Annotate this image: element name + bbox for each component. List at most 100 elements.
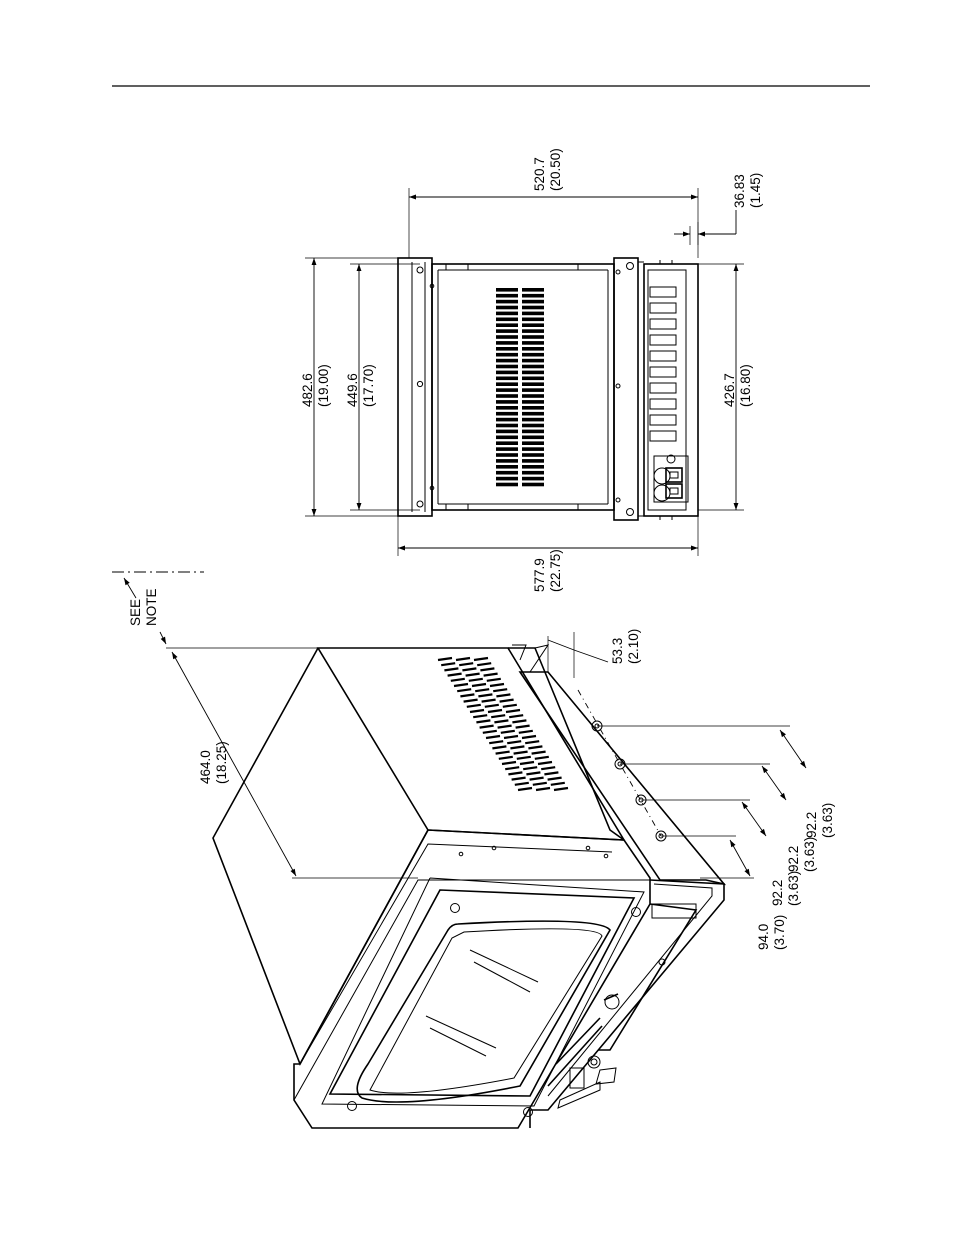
vent-slot: [496, 329, 518, 333]
rear-flange: [613, 257, 639, 521]
vent-slot: [463, 698, 478, 703]
vent-slot: [441, 662, 456, 667]
vent-slot: [522, 311, 544, 316]
vent-slot: [522, 382, 544, 386]
vent-slot: [496, 406, 518, 410]
vent-slot: [509, 714, 524, 719]
vent-slot: [532, 781, 547, 786]
vent-slot: [496, 347, 518, 351]
slot-cover: [649, 382, 677, 394]
vent-slot: [496, 364, 518, 369]
dim-53-in: (2.10): [626, 629, 641, 664]
rear-panel: [643, 263, 699, 517]
vent-slot: [523, 766, 538, 771]
vent-slot: [522, 435, 544, 440]
vent-slot: [522, 447, 544, 451]
slot-cover: [649, 334, 677, 346]
vent-slot: [525, 740, 540, 745]
vent-slot: [522, 411, 544, 416]
vent-slot: [522, 323, 544, 327]
vent-slot: [513, 750, 528, 755]
vent-slot: [437, 656, 453, 662]
slot-cover: [649, 398, 677, 410]
vent-slot: [483, 672, 498, 677]
dim-94-in: (3.70): [772, 915, 787, 950]
vent-slot: [494, 719, 509, 724]
vent-slot: [522, 441, 544, 445]
expansion-slots: [649, 286, 677, 442]
vent-slot: [481, 698, 496, 703]
chassis-top-face: [316, 647, 626, 841]
vent-slot: [496, 441, 518, 445]
vent-slot: [447, 672, 462, 677]
vent-slot: [522, 364, 544, 369]
vent-slot: [510, 745, 525, 750]
vent-slot: [522, 352, 544, 357]
vent-slot: [512, 719, 527, 724]
dim-92-1-mm: 92.2: [770, 880, 785, 906]
vent-slot: [550, 781, 565, 786]
vent-slot: [496, 400, 518, 404]
vent-slot: [496, 388, 518, 392]
vent-slot: [522, 293, 544, 298]
vent-slot: [544, 771, 559, 776]
dim-92-2-mm: 92.2: [786, 846, 801, 872]
vent-slot: [496, 693, 511, 698]
vent-slot: [522, 406, 544, 410]
vent-slot: [477, 662, 492, 667]
vent-slot: [541, 766, 556, 771]
vent-slot: [484, 703, 499, 708]
vent-slot: [522, 335, 544, 339]
vent-slot: [462, 667, 477, 672]
vent-slot: [457, 688, 472, 693]
front-bezel: [293, 829, 651, 1129]
vent-slot: [521, 734, 537, 740]
dim-449-mm: 449.6: [345, 373, 360, 407]
vent-slot: [496, 435, 518, 440]
vent-slot: [496, 305, 518, 310]
vent-slot: [553, 786, 569, 792]
vent-slot: [522, 305, 544, 310]
chassis-left-face: [212, 647, 429, 1066]
vent-slot: [522, 465, 544, 469]
note-line1: SEE: [128, 599, 143, 626]
vent-slot: [466, 703, 481, 708]
vent-slot: [496, 453, 518, 457]
dim-94-mm: 94.0: [756, 924, 771, 950]
vent-slot: [522, 358, 544, 363]
side-mount-holes: [577, 689, 667, 842]
vent-slot: [496, 288, 518, 292]
vent-slot: [473, 714, 488, 719]
vent-slot: [460, 693, 475, 698]
slot-cover: [649, 366, 677, 378]
vent-slot: [522, 347, 544, 351]
vent-slot: [519, 760, 535, 766]
vent-slot: [505, 766, 520, 771]
vent-slot: [444, 667, 459, 672]
vent-slot: [496, 317, 518, 322]
dim-464-mm: 464.0: [198, 750, 213, 784]
dim-92-3-mm: 92.2: [804, 812, 819, 838]
vent-slot: [505, 708, 521, 714]
vent-slot: [473, 656, 489, 662]
vent-slot: [502, 703, 517, 708]
vent-slot: [493, 688, 508, 693]
dim-92-1-in: (3.63): [786, 871, 801, 906]
slot-cover: [649, 318, 677, 330]
vent-slot: [492, 745, 507, 750]
vent-slot: [522, 400, 544, 404]
vent-slot: [455, 656, 471, 662]
dim-482-mm: 482.6: [300, 373, 315, 407]
vent-slot: [522, 394, 544, 398]
dim-36-in: (1.45): [748, 173, 763, 208]
note-line2: NOTE: [144, 588, 159, 626]
vent-slot: [522, 459, 544, 463]
slot-cover: [649, 414, 677, 426]
vent-slot: [485, 734, 501, 740]
vent-slot: [496, 376, 518, 381]
vent-slot: [476, 719, 491, 724]
dim-92-2-in: (3.63): [802, 837, 817, 872]
vent-slot: [489, 682, 505, 688]
dim-464-in: (18.25): [214, 741, 229, 784]
